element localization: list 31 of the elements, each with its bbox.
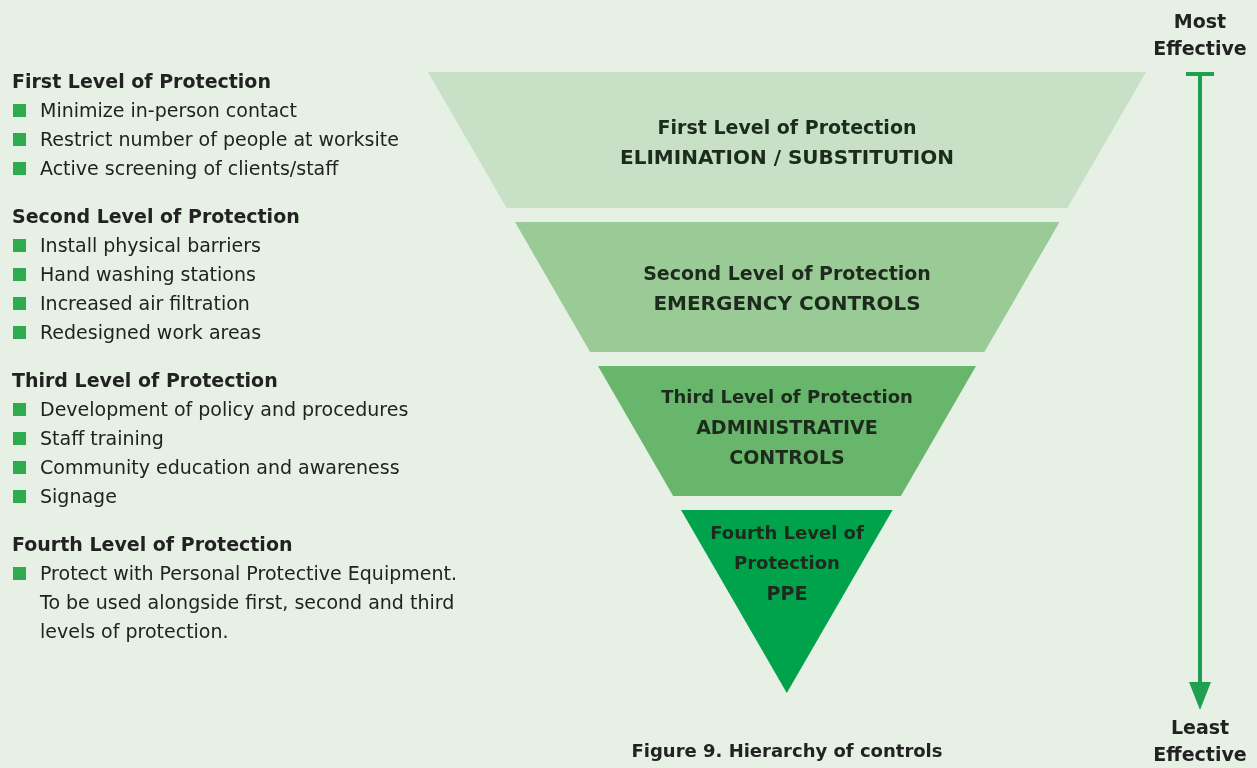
list-item: Increased air filtration xyxy=(40,292,250,314)
list-item: Protect with Personal Protective Equipment. To be used alongside first, second and third levels of protection. xyxy=(40,562,457,642)
list-item: Signage xyxy=(40,485,117,507)
pyramid-tier xyxy=(428,72,1146,208)
figure-caption: Figure 9. Hierarchy of controls xyxy=(630,740,944,761)
list-item: Community education and awareness xyxy=(40,456,400,478)
list-item: Active screening of clients/staff xyxy=(40,157,339,179)
tier-title: PPE xyxy=(766,581,808,606)
list-item: Install physical barriers xyxy=(40,234,261,256)
tier-title: ADMINISTRATIVE CONTROLS xyxy=(695,415,879,470)
tier-heading: Third Level of Protection xyxy=(661,385,913,409)
list-item: Staff training xyxy=(40,427,164,449)
tier-heading: Fourth Level of Protection xyxy=(709,521,865,575)
list-item: Redesigned work areas xyxy=(40,321,262,343)
list-item: Hand washing stations xyxy=(40,263,256,285)
pyramid-tier xyxy=(681,510,893,693)
tier-title: EMERGENCY CONTROLS xyxy=(653,290,921,317)
list-heading: Second Level of Protection xyxy=(12,204,301,229)
scale-label: Least Effective xyxy=(1152,715,1248,767)
tier-title: ELIMINATION / SUBSTITUTION xyxy=(620,144,954,171)
list-heading: Fourth Level of Protection xyxy=(12,532,294,557)
pyramid-tier xyxy=(597,366,976,496)
tier-heading: Second Level of Protection xyxy=(643,261,931,286)
list-heading: Third Level of Protection xyxy=(12,368,279,393)
scale-label: Most Effective xyxy=(1152,9,1248,61)
list-heading: First Level of Protection xyxy=(12,69,272,94)
list-item: Minimize in-person contact xyxy=(40,99,297,121)
list-item: Restrict number of people at worksite xyxy=(40,128,399,150)
list-item: Development of policy and procedures xyxy=(40,398,409,420)
pyramid-tier xyxy=(514,222,1060,352)
tier-heading: First Level of Protection xyxy=(657,115,917,140)
